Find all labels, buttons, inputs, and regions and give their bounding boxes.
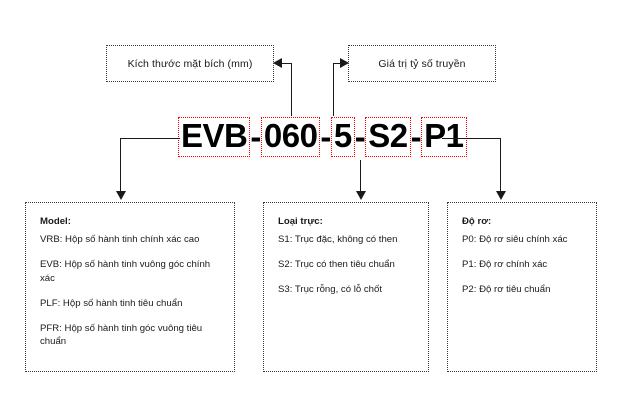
code-segment-model[interactable]: EVB (178, 117, 251, 157)
definition-item: P2: Độ rơ tiêu chuẩn (462, 283, 551, 295)
connector-flange-horizontal (281, 63, 292, 64)
definition-box-shaft-type: Loại trực: S1: Trục đặc, không có then S… (263, 202, 429, 372)
definition-item: P1: Độ rơ chính xác (462, 258, 548, 270)
connector-backlash-vertical (500, 138, 501, 192)
definition-item: S3: Trục rỗng, có lỗ chốt (278, 283, 382, 295)
callout-flange-size-label: Kích thước mặt bích (mm) (127, 57, 253, 70)
definition-item: VRB: Hộp số hành tinh chính xác cao (40, 233, 200, 245)
connector-ratio-arrowhead (340, 58, 349, 68)
code-segment-backlash[interactable]: P1 (421, 117, 467, 157)
connector-shaft-arrowhead (356, 191, 366, 200)
connector-backlash-arrowhead (496, 191, 506, 200)
product-code: EVB - 060 - 5 - S2 - P1 (178, 114, 467, 160)
connector-model-horizontal (120, 138, 154, 139)
definition-item: PLF: Hộp số hành tinh tiêu chuẩn (40, 297, 183, 309)
definition-item: S1: Trục đặc, không có then (278, 233, 398, 245)
code-separator: - (250, 118, 261, 155)
definition-item: PFR: Hộp số hành tinh góc vuông tiêu chu… (40, 322, 203, 348)
definition-box-backlash-title: Độ rơ: (462, 216, 492, 227)
definition-box-model: Model: VRB: Hộp số hành tinh chính xác c… (25, 202, 235, 372)
definition-box-shaft-type-title: Loại trực: (278, 216, 323, 227)
connector-flange-arrowhead (273, 58, 282, 68)
callout-gear-ratio-label: Giá trị tỷ số truyền (378, 57, 466, 70)
code-segment-ratio[interactable]: 5 (330, 117, 355, 157)
connector-model-vertical (120, 138, 121, 192)
code-separator: - (354, 118, 366, 155)
code-segment-flange[interactable]: 060 (260, 117, 321, 157)
definition-item: S2: Trục có then tiêu chuẩn (278, 258, 395, 270)
connector-ratio-horizontal (333, 63, 343, 64)
code-separator: - (320, 118, 331, 155)
connector-model-horizontal-stub (152, 138, 180, 139)
definition-box-backlash: Độ rơ: P0: Độ rơ siêu chính xác P1: Độ r… (447, 202, 597, 372)
definition-item: P0: Độ rơ siêu chính xác (462, 233, 568, 245)
callout-flange-size: Kích thước mặt bích (mm) (106, 45, 274, 82)
connector-ratio-vertical (333, 63, 334, 116)
definition-box-model-title: Model: (40, 216, 71, 227)
connector-model-arrowhead (116, 191, 126, 200)
code-separator: - (410, 118, 422, 155)
definition-item: EVB: Hộp số hành tinh vuông góc chính xá… (40, 258, 211, 284)
connector-backlash-horizontal (442, 138, 501, 139)
connector-flange-vertical (291, 63, 292, 116)
code-segment-shaft[interactable]: S2 (365, 117, 411, 157)
callout-gear-ratio: Giá trị tỷ số truyền (348, 45, 496, 82)
connector-shaft-vertical (360, 160, 361, 192)
